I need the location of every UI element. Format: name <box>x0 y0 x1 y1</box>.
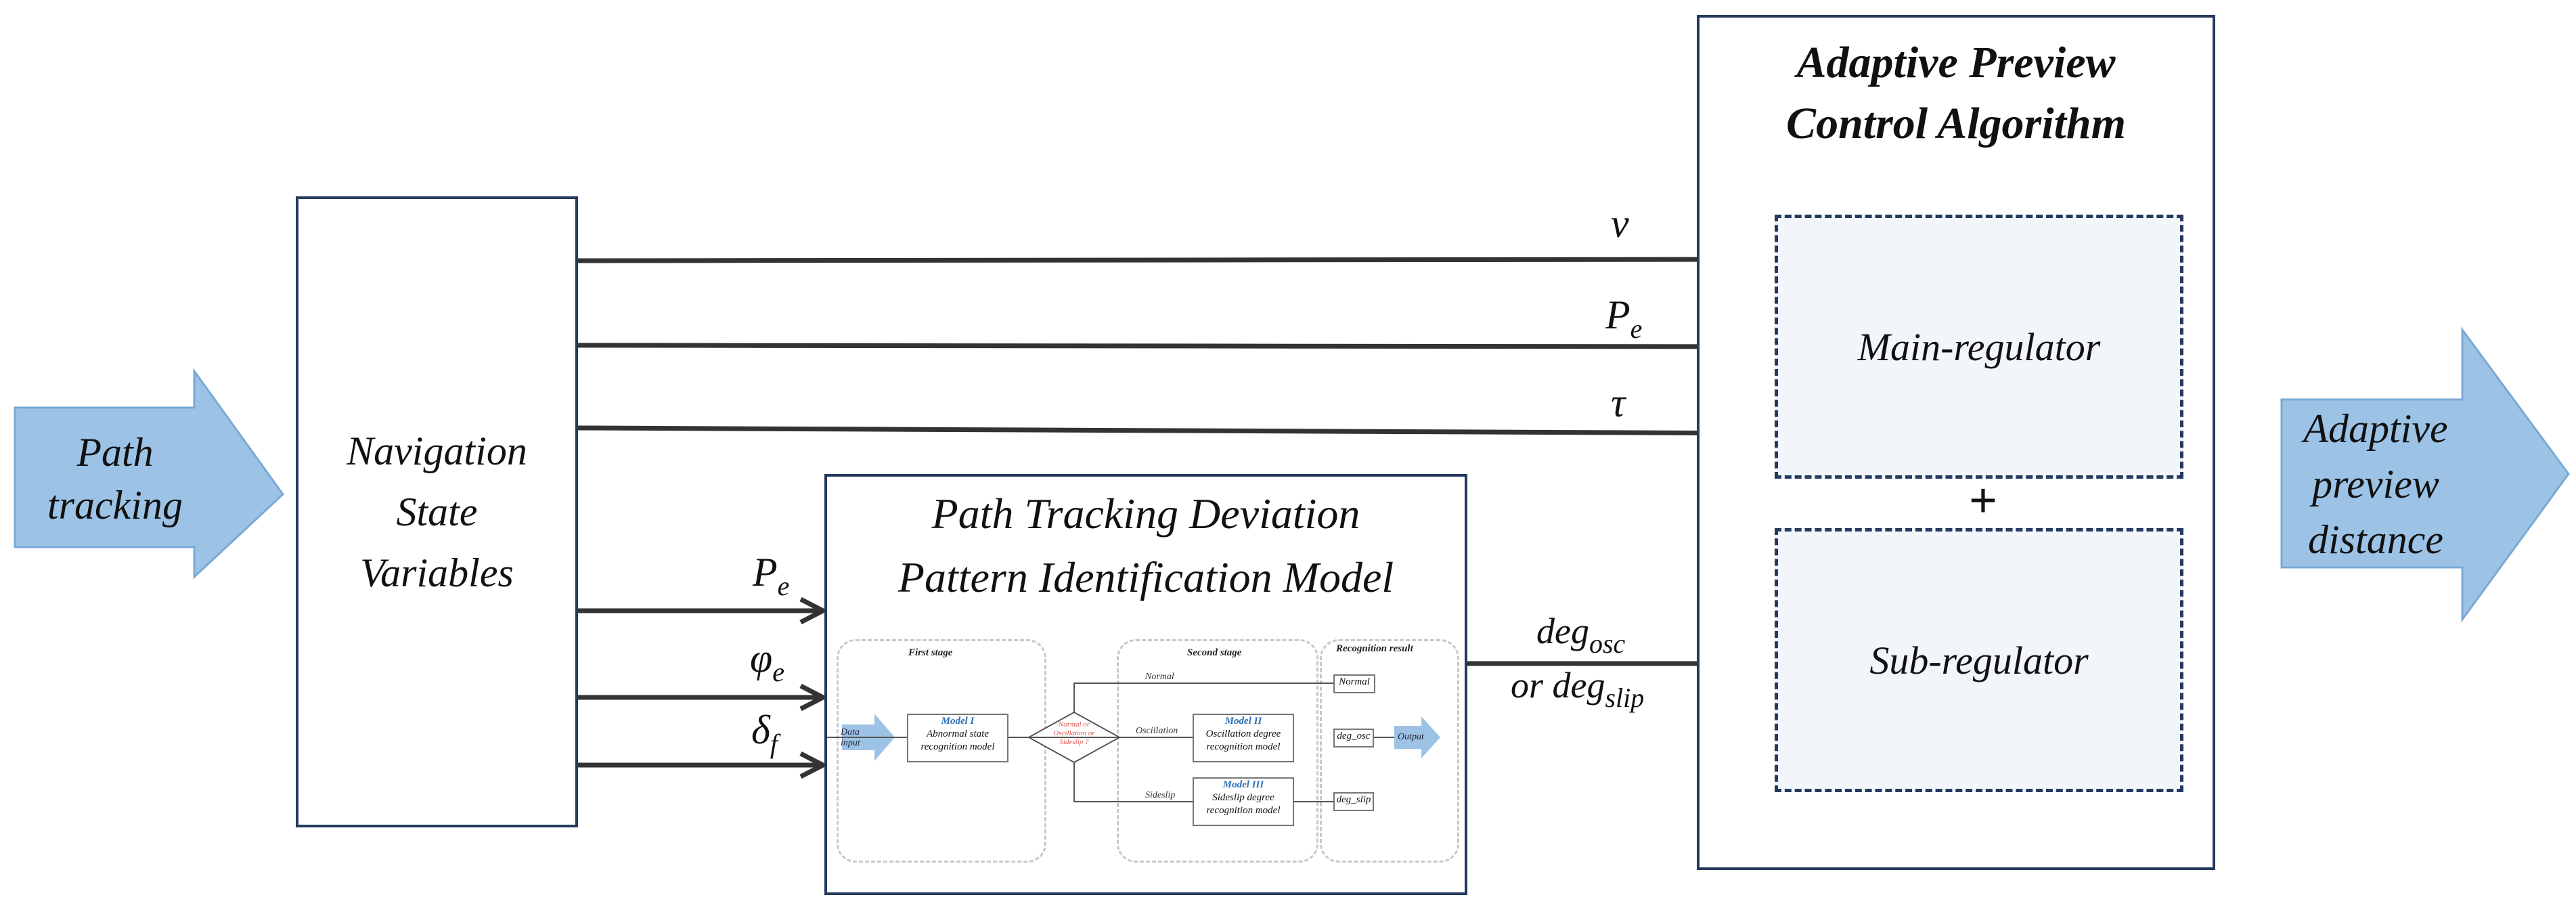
navigation-state-label: Navigation State Variables <box>347 429 527 595</box>
arrow-tau <box>576 425 1777 436</box>
algorithm-title-line1: Adaptive Preview <box>1796 38 2116 87</box>
sub-regulator-box: Sub-regulator <box>1775 528 2183 792</box>
model-iii-box: Model III Sideslip degree recognition mo… <box>1193 777 1294 826</box>
sideslip-branch-label: Sideslip <box>1145 790 1176 800</box>
data-input-label: Data input <box>841 727 860 748</box>
arrowhead <box>799 597 828 625</box>
normal-branch-label: Normal <box>1145 672 1174 682</box>
arrowhead <box>799 751 828 779</box>
signal-tau: τ <box>1611 381 1626 425</box>
main-regulator-label: Main-regulator <box>1857 324 2101 369</box>
oscillation-branch-label: Oscillation <box>1136 726 1178 736</box>
main-regulator-box: Main-regulator <box>1775 215 2183 479</box>
result-osc-box: deg_osc <box>1333 729 1374 748</box>
model-i-box: Model I Abnormal state recognition model <box>907 714 1008 762</box>
result-slip-box: deg_slip <box>1333 792 1374 811</box>
algorithm-title-line2: Control Algorithm <box>1786 99 2126 148</box>
signal-v: v <box>1611 201 1629 246</box>
decision-diamond-text: Normal or Oscillation or Sideslip ? <box>1053 720 1095 746</box>
signal-phi-e: φe <box>750 636 784 687</box>
first-stage-label: First stage <box>908 647 953 658</box>
signal-pe-low: Pe <box>753 550 790 601</box>
first-stage-panel <box>837 639 1046 863</box>
plus-sign: + <box>1968 473 1998 529</box>
adaptive-preview-distance-text: Adaptive preview distance <box>2303 406 2448 562</box>
sub-regulator-label: Sub-regulator <box>1869 638 2089 682</box>
flowchart-lines <box>827 682 1440 802</box>
output-arrow-label: Adaptive preview distance <box>2284 393 2467 576</box>
second-stage-label: Second stage <box>1187 647 1242 658</box>
recognition-result-panel <box>1320 639 1459 863</box>
result-normal-box: Normal <box>1333 674 1375 693</box>
path-tracking-text: Path tracking <box>47 430 183 527</box>
input-block-arrow <box>14 368 284 580</box>
arrow-v <box>576 257 1777 263</box>
output-block-arrow <box>2280 326 2570 623</box>
second-stage-panel <box>1117 639 1318 863</box>
deviation-model-box: Path Tracking Deviation Pattern Identifi… <box>824 474 1467 895</box>
arrowhead <box>799 683 828 712</box>
signal-delta-f: δf <box>751 708 778 759</box>
input-arrow-label: Path tracking <box>27 414 203 543</box>
model-ii-box: Model II Oscillation degree recognition … <box>1193 714 1294 762</box>
recognition-result-label: Recognition result <box>1336 643 1413 654</box>
signal-deg-slip: or degslip <box>1511 665 1645 713</box>
model-title-line1: Path Tracking Deviation <box>931 490 1360 538</box>
output-arrow <box>1394 716 1440 758</box>
model-title-line2: Pattern Identification Model <box>897 553 1394 601</box>
signal-pe-top: Pe <box>1605 292 1643 344</box>
navigation-state-box: Navigation State Variables <box>296 196 578 827</box>
output-label: Output <box>1398 732 1424 742</box>
signal-deg-osc: degosc <box>1536 611 1626 659</box>
arrow-pe-top <box>576 343 1777 349</box>
algorithm-title: Adaptive Preview Control Algorithm <box>1700 32 2213 154</box>
deviation-model-title: Path Tracking Deviation Pattern Identifi… <box>827 482 1465 609</box>
